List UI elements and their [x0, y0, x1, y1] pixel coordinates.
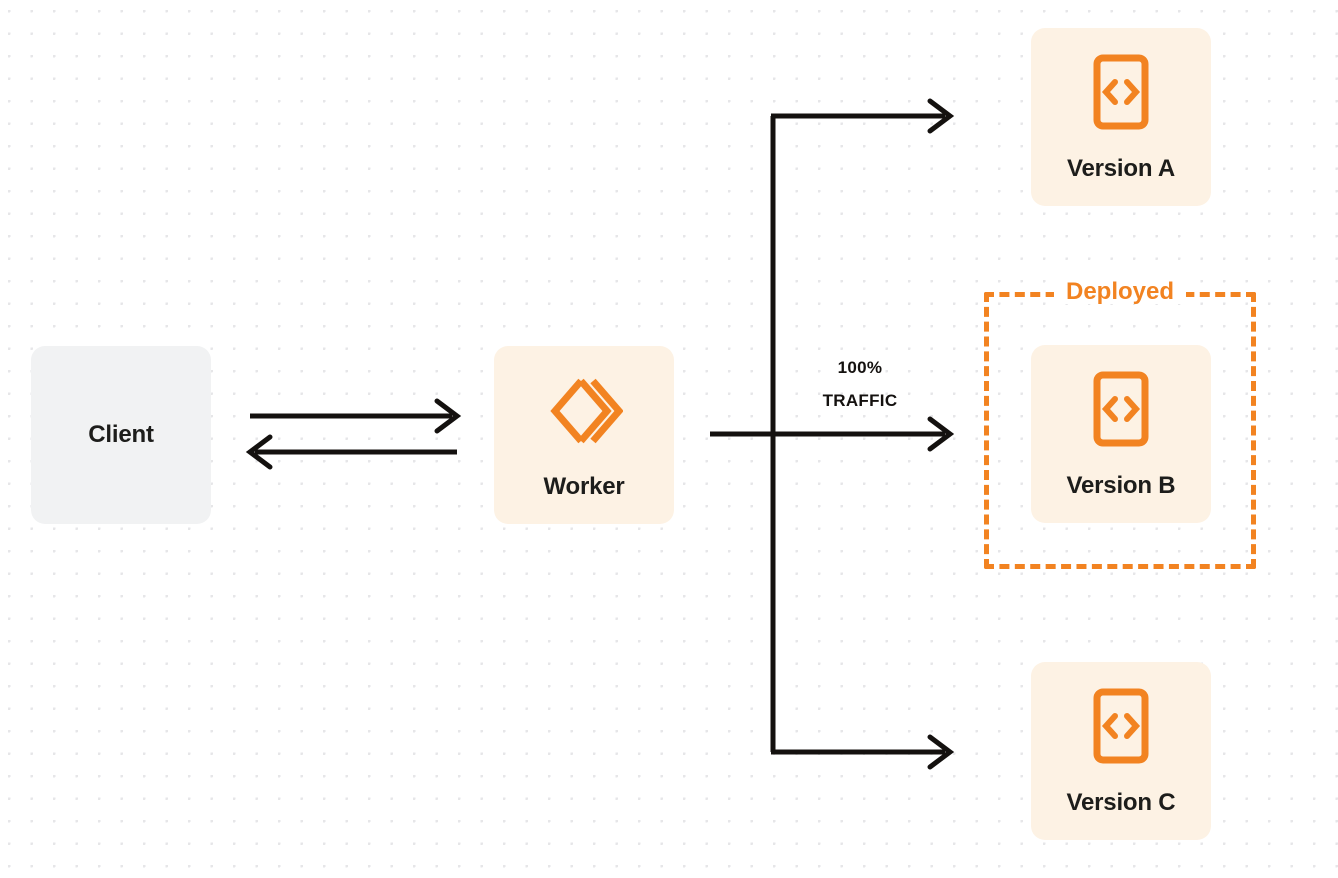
node-version-b[interactable]: Version B: [1031, 345, 1211, 523]
node-version-a-label: Version A: [1066, 154, 1176, 182]
traffic-percent-value: 100%: [837, 358, 883, 377]
traffic-word: TRAFFIC: [822, 391, 898, 411]
code-file-icon: [1091, 688, 1151, 769]
node-version-b-label: Version B: [1066, 471, 1176, 499]
code-file-icon: [1091, 54, 1151, 135]
edge-to-version-c: [771, 734, 955, 770]
node-version-c[interactable]: Version C: [1031, 662, 1211, 840]
traffic-percentage-label: 100% TRAFFIC: [789, 351, 931, 417]
edge-to-version-a: [771, 98, 955, 134]
edge-to-version-b: [927, 416, 955, 452]
edge-worker-to-client: [245, 434, 457, 470]
node-version-a[interactable]: Version A: [1031, 28, 1211, 206]
node-worker[interactable]: Worker: [494, 346, 674, 524]
edge-client-to-worker: [250, 398, 462, 434]
cloudflare-workers-icon: [545, 372, 624, 455]
node-worker-label: Worker: [543, 472, 625, 500]
deployed-group-label: Deployed: [1053, 280, 1187, 304]
edge-worker-trunk: [710, 116, 945, 752]
node-client[interactable]: Client: [31, 346, 211, 524]
deployed-group-boundary: Deployed: [984, 280, 1256, 569]
node-version-c-label: Version C: [1066, 788, 1176, 816]
node-client-label: Client: [88, 421, 154, 448]
code-file-icon: [1091, 371, 1151, 452]
